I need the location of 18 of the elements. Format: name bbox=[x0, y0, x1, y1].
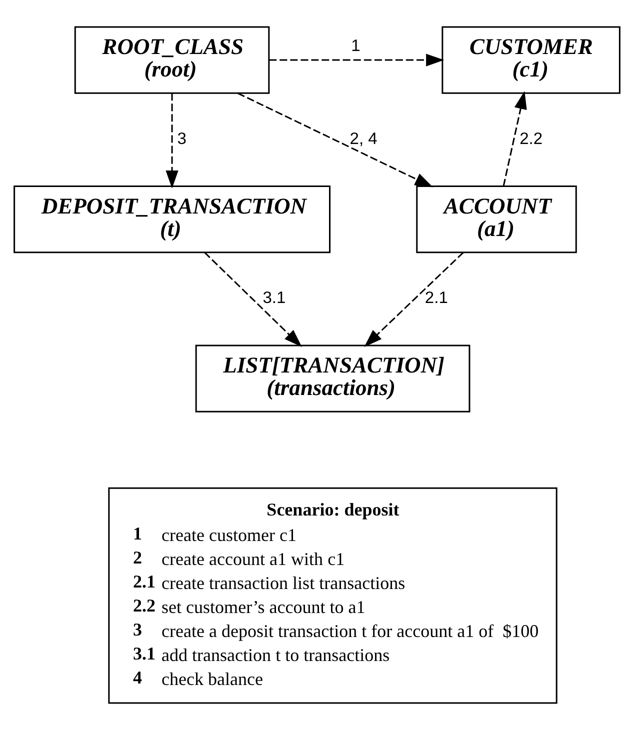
edge-label: 2.1 bbox=[424, 288, 448, 308]
edge-label: 3.1 bbox=[262, 288, 286, 308]
node-box: Scenario: deposit 1 create customer c1 2 create account a1 with c1 2.1 create transaction list transactions 2.2 set customer’s account to a1 3 create a deposit transaction t for account a1 of $100 3.1 add transaction t to transactions 4 check balance bbox=[108, 487, 558, 704]
arrow bbox=[502, 90, 527, 186]
node-box: CUSTOMER (c1) bbox=[442, 26, 620, 94]
edge-label: 3 bbox=[177, 128, 186, 148]
edge-label: 2.2 bbox=[520, 128, 543, 148]
node-box: ROOT_CLASS (root) bbox=[74, 26, 270, 94]
arrow bbox=[269, 54, 444, 66]
node-box: LIST[TRANSACTION] (transactions) bbox=[195, 344, 470, 412]
arrow bbox=[204, 252, 302, 348]
edge-label: 2, 4 bbox=[350, 128, 378, 148]
node-box: ACCOUNT (a1) bbox=[416, 186, 577, 254]
edge-label: 1 bbox=[351, 36, 360, 55]
arrow bbox=[166, 93, 178, 188]
node-box: DEPOSIT_TRANSACTION (t) bbox=[14, 186, 331, 254]
arrow bbox=[237, 92, 433, 188]
arrow bbox=[364, 252, 464, 348]
